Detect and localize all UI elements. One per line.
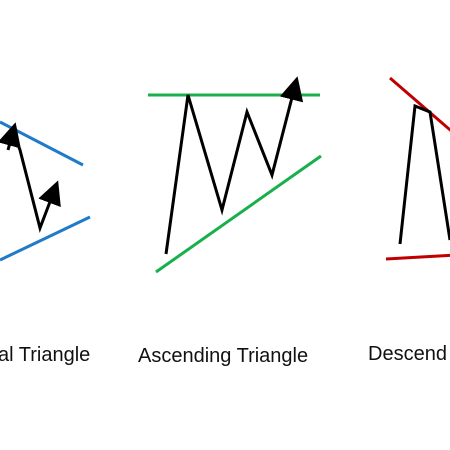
symmetrical-triangle-label: al Triangle <box>0 344 90 366</box>
descending-triangle-pattern: Descend <box>368 76 450 365</box>
rising-support-line <box>155 154 322 274</box>
price-path-arrow <box>164 76 304 255</box>
price-path-arrow <box>398 103 450 245</box>
symmetrical-triangle-pattern: al Triangle <box>0 120 91 366</box>
lower-trendline <box>0 215 91 262</box>
support-line <box>385 253 450 261</box>
ascending-triangle-label: Ascending Triangle <box>138 345 308 367</box>
price-path-arrow <box>10 129 61 233</box>
price-path-start-arrow <box>0 122 21 151</box>
falling-resistance-line <box>389 76 450 132</box>
descending-triangle-label: Descend <box>368 343 447 365</box>
ascending-triangle-pattern: Ascending Triangle <box>138 76 322 367</box>
